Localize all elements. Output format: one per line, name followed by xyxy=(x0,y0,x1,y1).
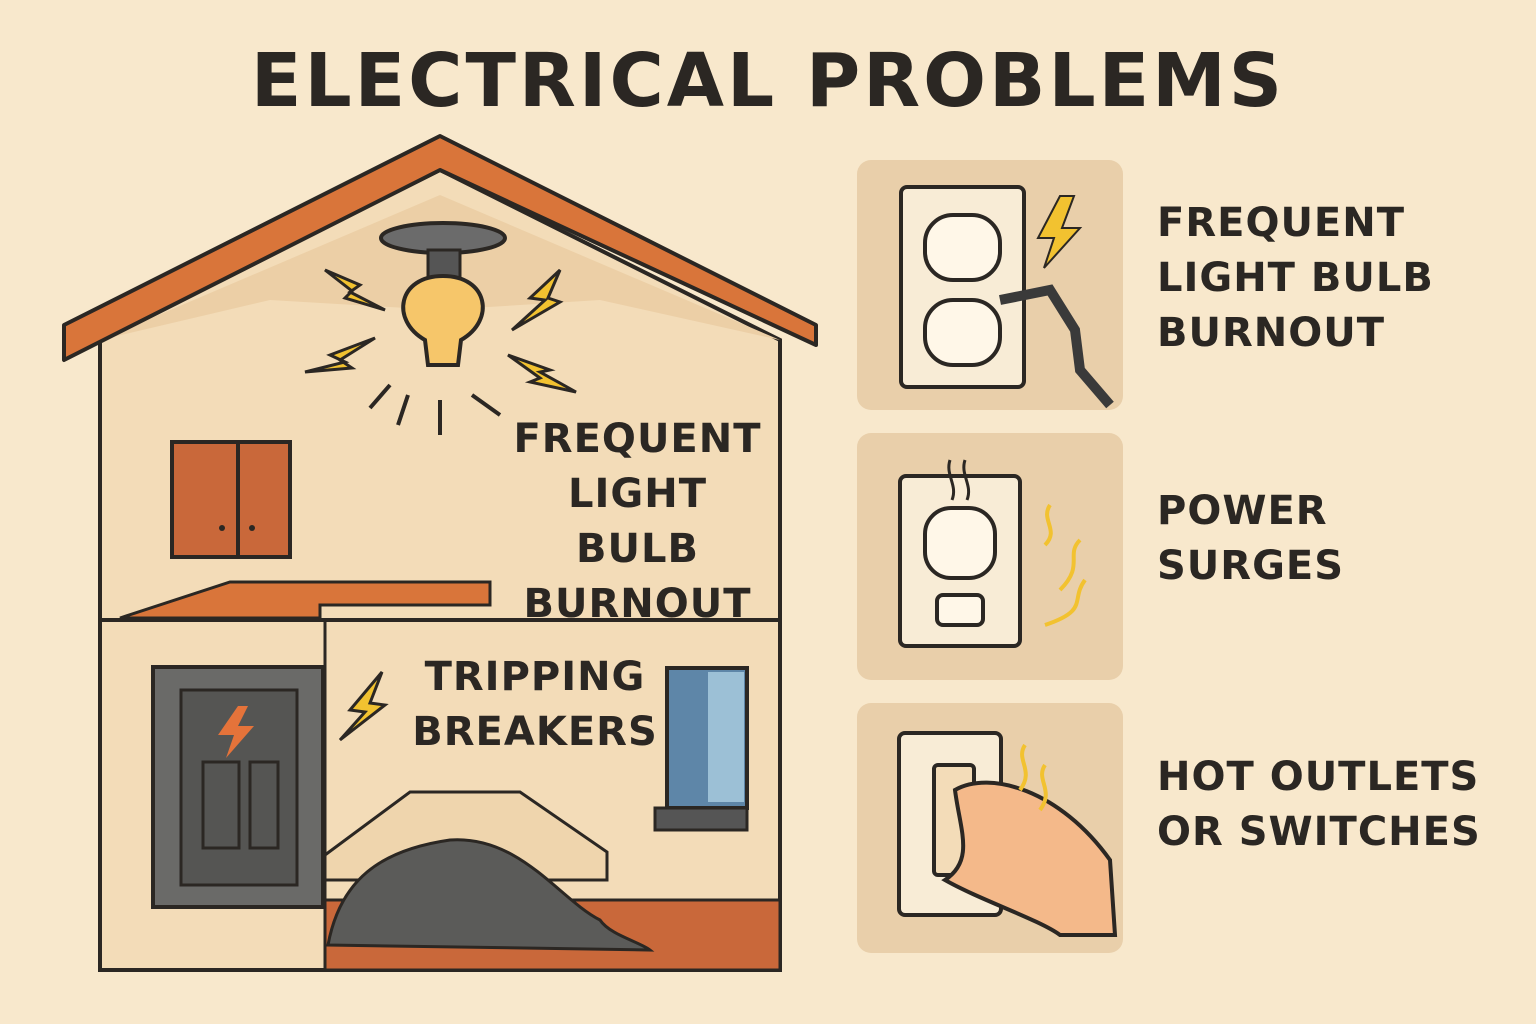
label-line: BREAKERS xyxy=(412,709,658,755)
cabinet xyxy=(170,440,292,559)
roof xyxy=(62,134,818,362)
window xyxy=(653,666,749,832)
page-title: ELECTRICAL PROBLEMS xyxy=(250,38,1286,124)
label-line: POWER xyxy=(1157,488,1328,534)
label-line: FREQUENT xyxy=(1157,200,1406,246)
label-line: HOT OUTLETS xyxy=(1157,754,1480,800)
counter xyxy=(119,580,492,620)
outlet-smoke-surge-icon xyxy=(898,459,1087,648)
label-line: OR SWITCHES xyxy=(1157,809,1481,855)
label-line: LIGHT BULB xyxy=(568,471,707,572)
label-line: SURGES xyxy=(1157,543,1345,589)
lower-floor-label: TRIPPING BREAKERS xyxy=(410,650,660,760)
label-line: BURNOUT xyxy=(523,581,752,627)
label-line: TRIPPING xyxy=(424,654,646,700)
outlet-with-plug-spark-icon xyxy=(899,185,1114,409)
spark-icons xyxy=(304,268,577,742)
label-line: BURNOUT xyxy=(1157,310,1386,356)
upper-floor-label: FREQUENT LIGHT BULB BURNOUT xyxy=(505,412,770,632)
label-line: FREQUENT xyxy=(513,416,762,462)
label-line: LIGHT BULB xyxy=(1157,255,1434,301)
light-bulb-icon xyxy=(368,221,507,435)
card-label-bulb-burnout: FREQUENT LIGHT BULB BURNOUT xyxy=(1157,196,1434,361)
card-label-power-surges: POWER SURGES xyxy=(1157,484,1344,594)
breaker-panel xyxy=(151,665,325,909)
hot-switch-hand-icon xyxy=(897,731,1118,937)
ash-pile xyxy=(326,838,655,952)
card-label-hot-outlets: HOT OUTLETS OR SWITCHES xyxy=(1157,750,1481,860)
